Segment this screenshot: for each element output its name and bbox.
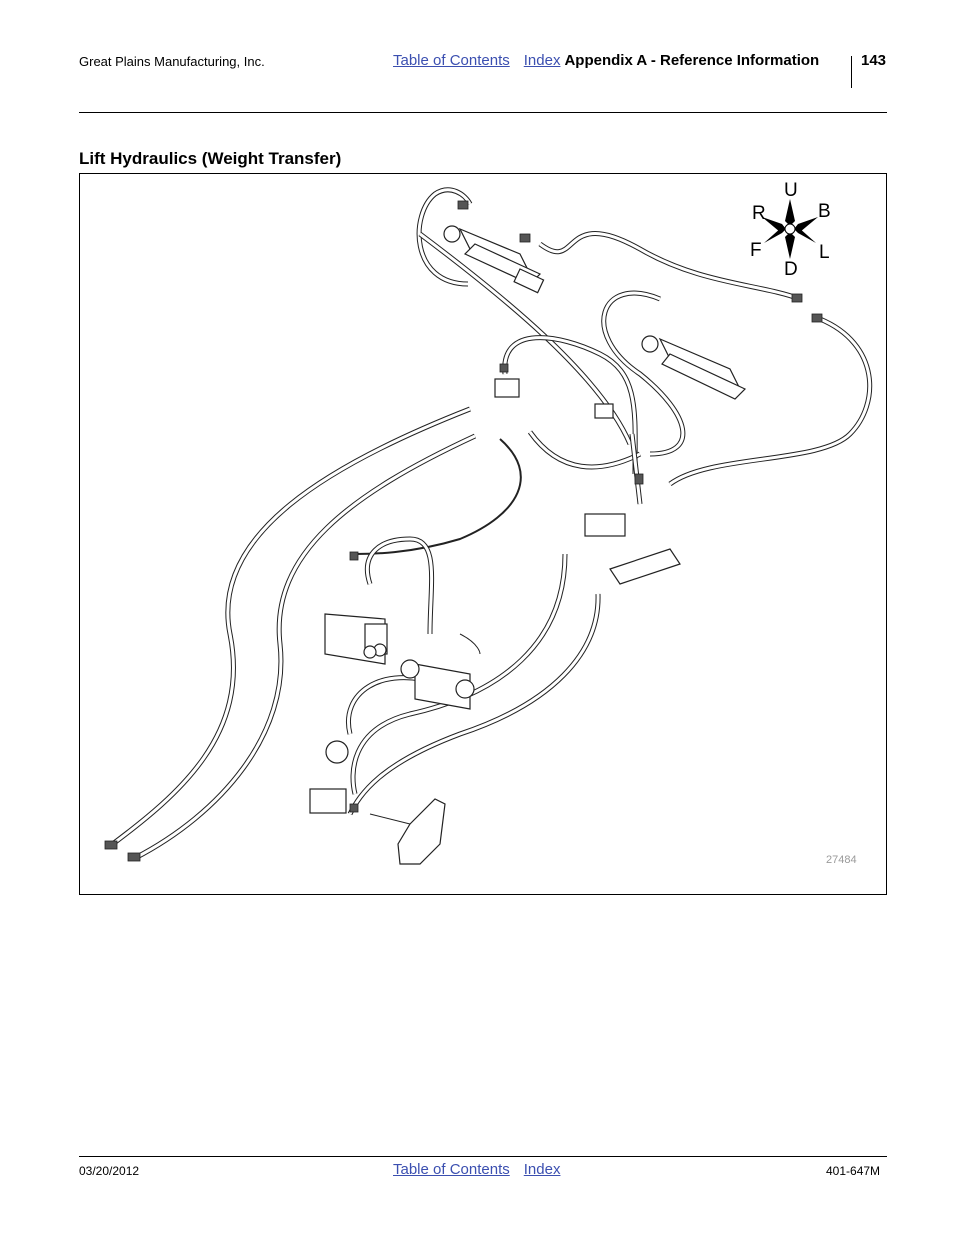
footer-nav: Table of Contents Index [393,1161,560,1178]
hydraulics-diagram: U R B F L D [104,180,873,865]
header-toc-link[interactable]: Table of Contents [393,52,510,69]
header-divider [851,56,852,88]
page-number: 143 [861,52,887,69]
section-name: Appendix A - Reference Information [564,52,820,69]
compass-left: L [819,242,830,263]
footer-index-link[interactable]: Index [523,1161,561,1178]
footer-date: 03/20/2012 [79,1164,140,1178]
section-title: Lift Hydraulics (Weight Transfer) [79,149,342,168]
header-rule [79,112,887,113]
header-index-link[interactable]: Index [523,52,561,69]
compass-back: B [818,201,831,222]
footer-toc-link[interactable]: Table of Contents [393,1161,510,1178]
compass-down: D [784,259,798,280]
figure-number: 27484 [826,854,857,866]
company-name: Great Plains Manufacturing, Inc. [79,54,265,69]
compass-up: U [784,180,798,201]
footer-doc-number: 401-647M [826,1164,881,1178]
compass-front: F [750,240,762,261]
compass-icon [762,199,818,259]
footer-rule [79,1156,887,1157]
hydraulics-figure: U R B F L D 27484 [79,173,887,895]
compass-right: R [752,203,766,224]
